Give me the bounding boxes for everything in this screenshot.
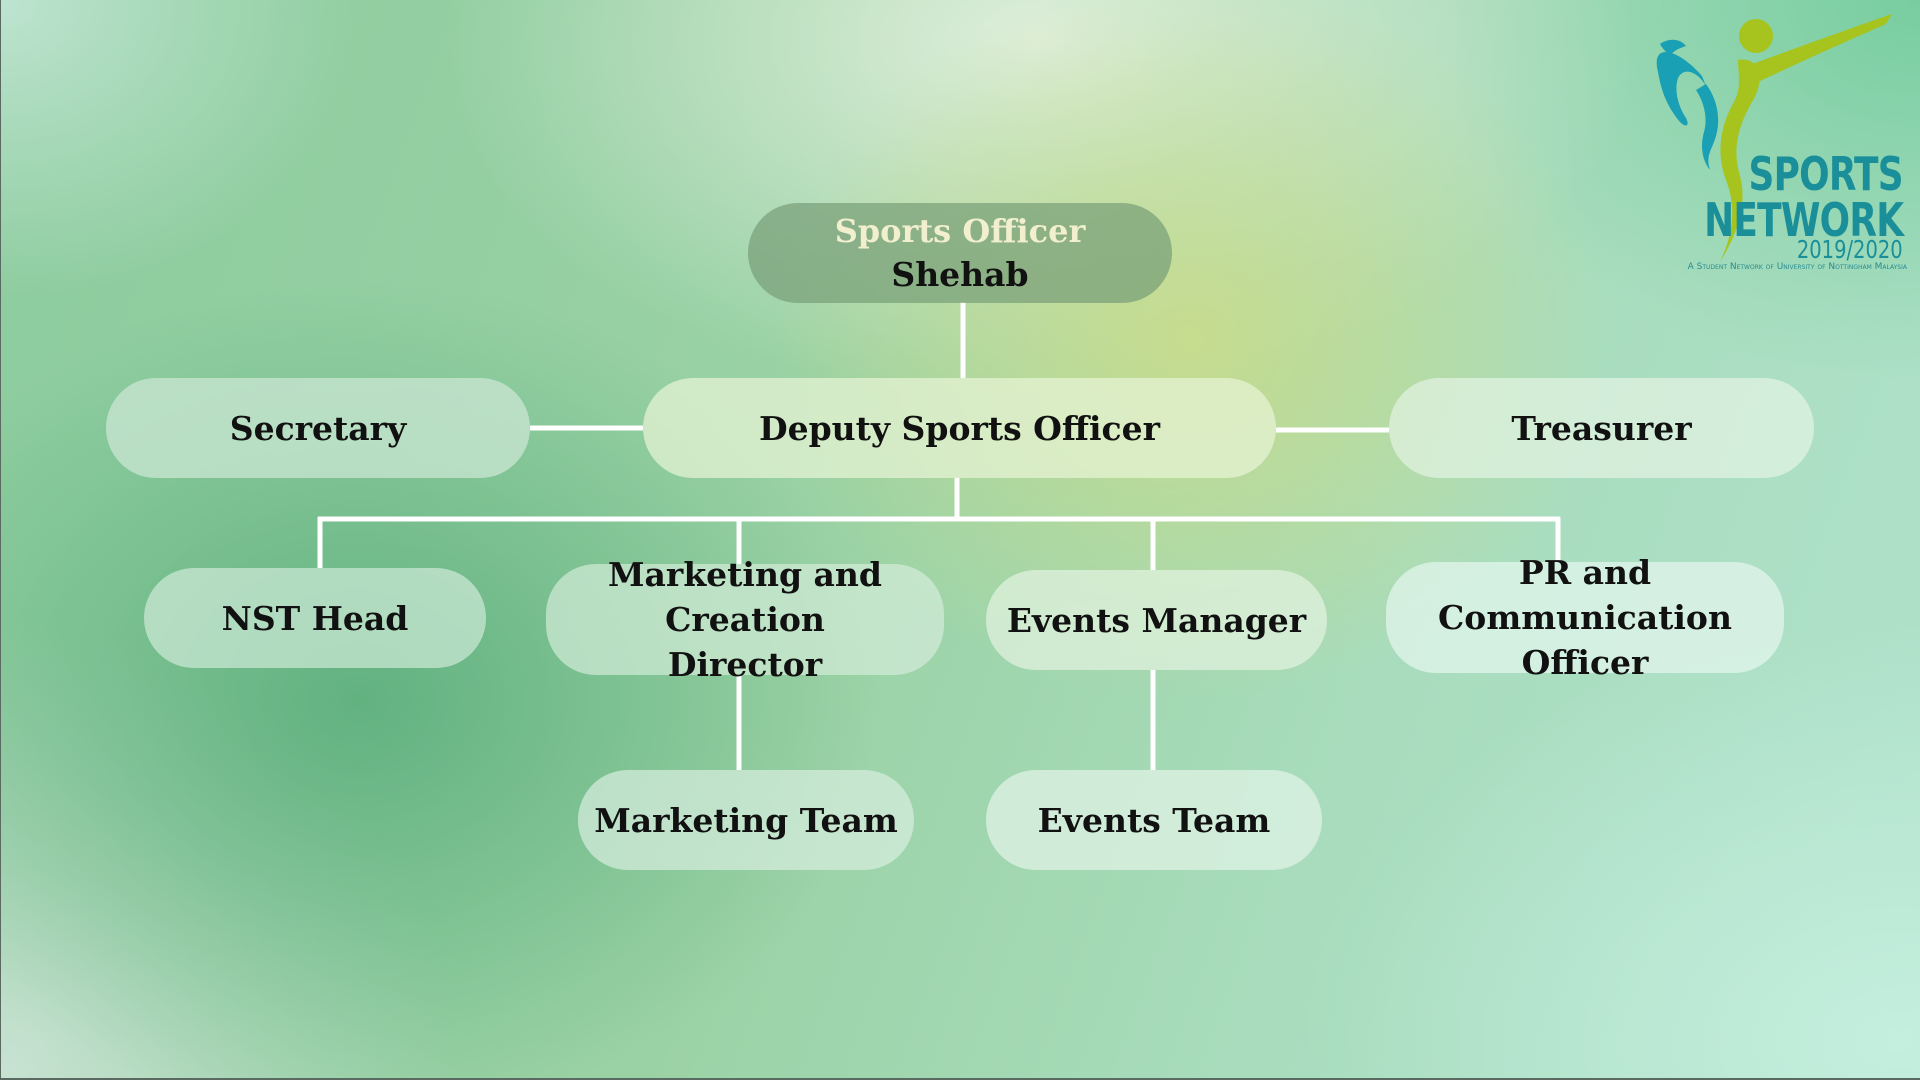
node-marketing-creation-director: Marketing and Creation Director — [546, 555, 944, 684]
sports-officer-name: Shehab — [891, 255, 1029, 294]
node-events-team: Events Team — [986, 770, 1322, 870]
marketing-team-label: Marketing Team — [594, 800, 898, 840]
treasurer-label: Treasurer — [1511, 408, 1692, 448]
events-team-label: Events Team — [1037, 800, 1271, 840]
logo-year: 2019/2020 — [1797, 235, 1903, 264]
node-deputy-sports-officer: Deputy Sports Officer — [643, 378, 1276, 478]
node-secretary: Secretary — [106, 378, 530, 478]
events-manager-label: Events Manager — [1006, 600, 1307, 640]
sports-network-logo: SPORTS NETWORK 2019/2020 A Student Netwo… — [1640, 10, 1915, 275]
pr-officer-label-line2: Officer — [1521, 643, 1649, 682]
logo-tagline: A Student Network of University of Notti… — [1687, 262, 1907, 272]
marketing-director-label-line2: Director — [667, 645, 823, 684]
secretary-label: Secretary — [229, 408, 407, 448]
node-treasurer: Treasurer — [1389, 378, 1814, 478]
sports-officer-role: Sports Officer — [834, 212, 1086, 250]
pr-officer-label-line1: PR and Communication — [1438, 553, 1732, 637]
logo-word-network: NETWORK — [1703, 193, 1904, 247]
logo-word-sports: SPORTS — [1748, 147, 1904, 201]
node-marketing-team: Marketing Team — [578, 770, 914, 870]
nst-head-label: NST Head — [221, 598, 409, 638]
athlete-figure-icon — [1656, 14, 1892, 262]
node-nst-head: NST Head — [144, 568, 486, 668]
marketing-director-label-line1: Marketing and Creation — [608, 555, 882, 639]
node-events-manager: Events Manager — [986, 570, 1327, 670]
node-pr-communication-officer: PR and Communication Officer — [1386, 553, 1784, 682]
node-sports-officer: Sports Officer Shehab — [748, 203, 1172, 303]
deputy-sports-officer-label: Deputy Sports Officer — [758, 408, 1161, 448]
